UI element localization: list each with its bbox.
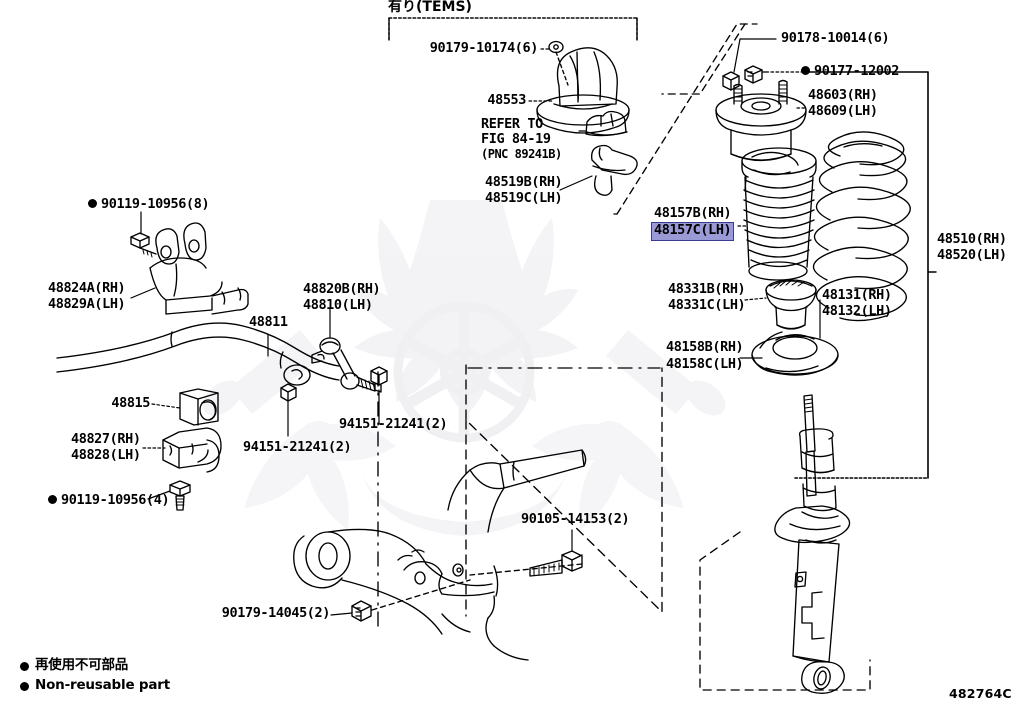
label-48132-lh: 48132(LH) [822, 303, 892, 319]
fastener-90119-10956-4 [169, 480, 191, 511]
part-48815-bushing [179, 388, 219, 426]
label-48829A-lh: 48829A(LH) [48, 296, 126, 312]
label-48828-lh: 48828(LH) [71, 447, 141, 463]
non-reusable-dot-90119-8 [88, 199, 97, 208]
part-48827-bracket [162, 427, 222, 473]
label-48603-rh: 48603(RH) [808, 87, 878, 103]
label-90179-10174: 90179-10174(6) [429, 40, 539, 56]
label-90119-10956-4: 90119-10956(4) [61, 492, 170, 508]
label-90177-12002: 90177-12002 [814, 63, 900, 79]
part-fig84-19-bracket [585, 110, 628, 137]
label-48815: 48815 [111, 395, 150, 411]
part-48811-stabilizer-bar [56, 322, 340, 386]
label-refer-to-pnc: (PNC 89241B) [481, 147, 562, 161]
tems-group-bracket [388, 17, 638, 41]
fastener-94151-21241-a [280, 383, 297, 402]
label-refer-to-line1: REFER TO [481, 116, 543, 132]
part-48820-stabilizer-link [311, 337, 382, 393]
label-90119-10956-8: 90119-10956(8) [101, 196, 210, 212]
part-48157-bumper-dust-boot [741, 147, 817, 281]
strut-mount-dashed [700, 540, 822, 700]
label-48157C-lh-highlighted[interactable]: 48157C(LH) [651, 222, 735, 241]
fastener-90119-10956-8 [130, 232, 157, 258]
fastener-90178-10014 [722, 71, 740, 91]
part-48553-actuator [536, 40, 630, 134]
fastener-90105-14153 [529, 550, 583, 577]
label-48811: 48811 [249, 314, 288, 330]
legend-dot-jp [20, 662, 29, 671]
lower-arm-boundary [377, 367, 661, 627]
label-48827-rh: 48827(RH) [71, 431, 141, 447]
label-48131-rh: 48131(RH) [822, 287, 892, 303]
label-48824A-rh: 48824A(RH) [48, 280, 126, 296]
label-48553: 48553 [487, 92, 526, 108]
legend-dot-en [20, 682, 29, 691]
label-48158C-lh: 48158C(LH) [666, 356, 744, 372]
part-48158-suspension-support [751, 331, 839, 376]
label-48520-lh: 48520(LH) [937, 247, 1007, 263]
label-48519B-rh: 48519B(RH) [485, 174, 563, 190]
legend-text-en: Non-reusable part [35, 677, 170, 693]
label-48810-lh: 48810(LH) [303, 297, 373, 313]
label-refer-to-line2: FIG 84-19 [481, 131, 551, 147]
label-48331C-lh: 48331C(LH) [668, 297, 746, 313]
lower-arm-boundary-2 [465, 364, 663, 617]
highlight-box: 48157C(LH) [651, 222, 735, 241]
assembly-dashed-lines [371, 563, 583, 611]
tems-connector-dashed [613, 23, 758, 215]
label-94151-21241-a: 94151-21241(2) [243, 439, 352, 455]
label-48158B-rh: 48158B(RH) [666, 339, 744, 355]
leader-lines [130, 38, 821, 616]
label-48609-lh: 48609(LH) [808, 103, 878, 119]
bracket-48510-48520 [794, 71, 937, 479]
fastener-90177-12002 [744, 65, 763, 84]
non-reusable-dot-90119-4 [48, 495, 57, 504]
part-48824A-bracket [149, 222, 249, 315]
label-90179-14045: 90179-14045(2) [221, 605, 331, 621]
label-48331B-rh: 48331B(RH) [668, 281, 746, 297]
label-94151-21241-b: 94151-21241(2) [339, 416, 448, 432]
part-48603-upper-support [715, 79, 807, 162]
legend-text-jp: 再使用不可部品 [35, 657, 129, 673]
part-lower-control-arm [293, 449, 587, 661]
part-shock-absorber-strut [774, 394, 851, 694]
non-reusable-dot-90177 [801, 66, 810, 75]
fastener-90179-14045 [351, 600, 372, 622]
fastener-94151-21241-b [370, 366, 388, 386]
label-48519C-lh: 48519C(LH) [485, 190, 563, 206]
figure-code: 482764C [949, 686, 1012, 701]
part-48519-bracket [591, 144, 638, 196]
label-90105-14153: 90105-14153(2) [521, 511, 630, 527]
label-48510-rh: 48510(RH) [937, 231, 1007, 247]
part-48331-spring-insulator [765, 279, 817, 330]
part-48131-coil-spring [812, 131, 911, 322]
strut-bottom-dash [699, 531, 871, 691]
tems-group-label: 有り(TEMS) [388, 0, 472, 15]
label-48157B-rh: 48157B(RH) [654, 205, 732, 221]
label-90178-10014: 90178-10014(6) [781, 30, 890, 46]
label-48820B-rh: 48820B(RH) [303, 281, 381, 297]
